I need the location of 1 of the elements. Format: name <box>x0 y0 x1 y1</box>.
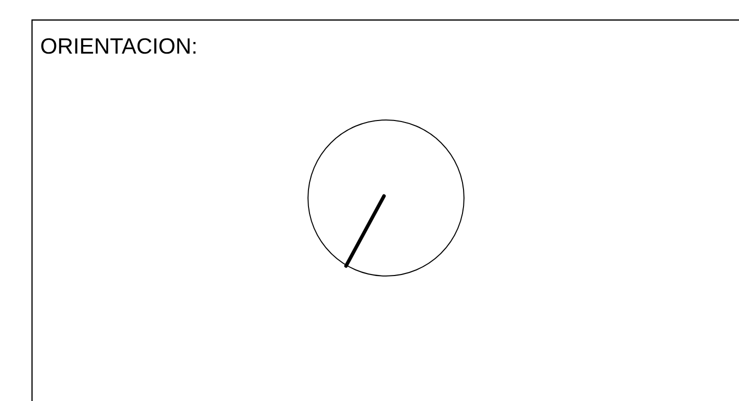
heading: ORIENTACION: <box>41 38 196 54</box>
